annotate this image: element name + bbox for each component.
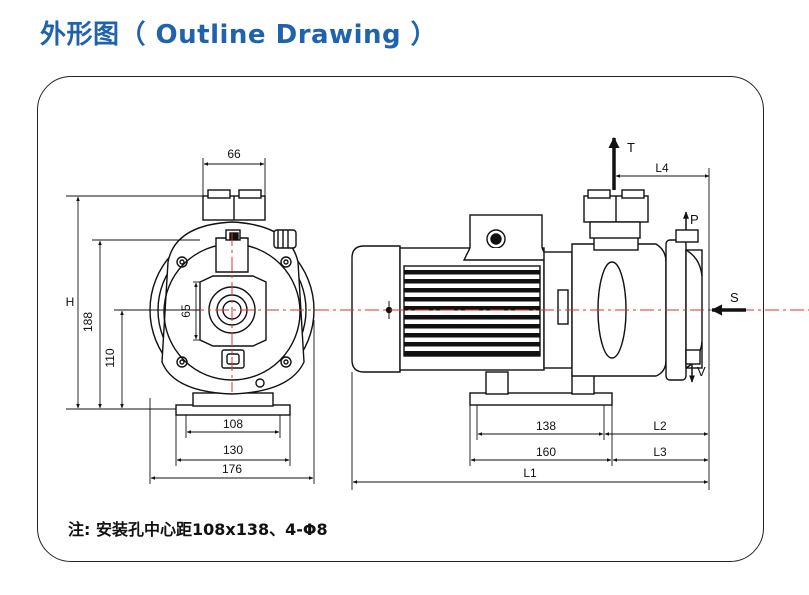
label-v: V [697,364,706,379]
dim-l2: L2 [653,419,667,433]
dim-188: 188 [81,312,95,332]
front-dimensions [66,158,315,484]
flow-arrows [608,136,746,383]
front-view [149,189,315,416]
label-s: S [730,290,739,305]
dim-160: 160 [536,445,556,459]
dim-138: 138 [536,419,556,433]
dim-l4: L4 [655,161,669,175]
side-dimensions [351,168,710,490]
dim-l3: L3 [653,445,667,459]
dim-110: 110 [103,348,117,367]
front-dimension-labels: 66 H 188 110 65 108 130 176 [66,147,244,476]
page-title: 外形图（ Outline Drawing ） [40,20,438,50]
dim-l1: L1 [523,466,537,480]
dim-h: H [66,295,75,309]
dim-66: 66 [227,147,241,161]
label-p: P [690,212,699,227]
dim-108: 108 [223,417,243,431]
side-labels: T P S V L4 138 L2 160 L3 L1 [523,140,739,480]
label-t: T [627,140,635,155]
drawing-frame [37,76,764,562]
dim-130: 130 [223,443,243,457]
dim-176: 176 [222,462,242,476]
mounting-note: 注: 安装孔中心距108x138、4-Φ8 [68,520,328,539]
dim-65: 65 [179,304,193,318]
side-view [351,189,703,406]
